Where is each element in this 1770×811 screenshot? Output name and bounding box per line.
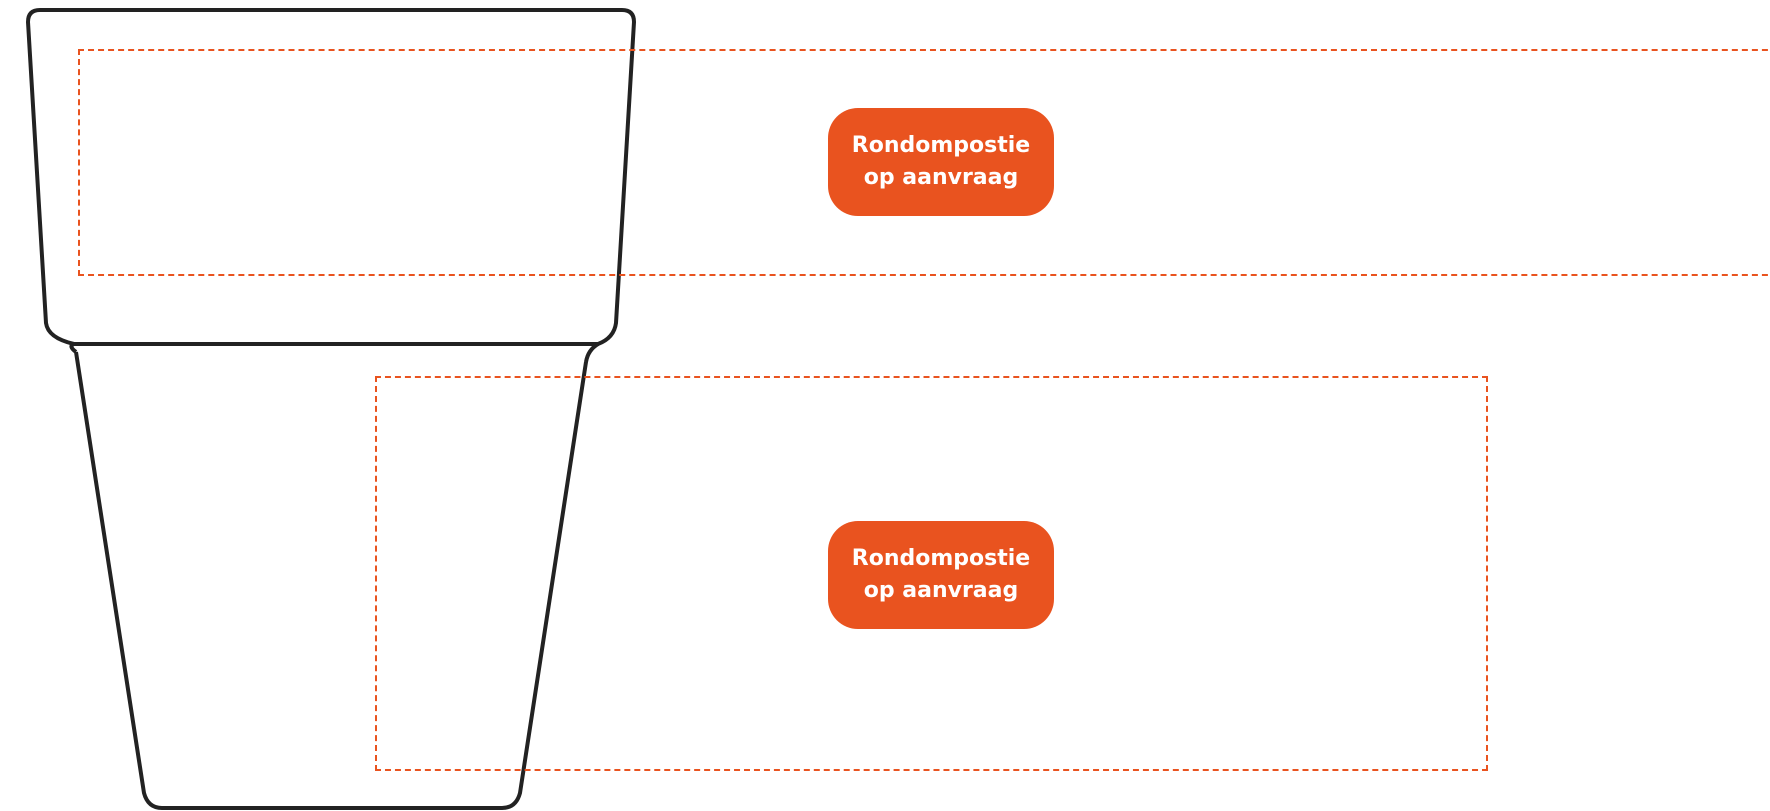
badge-line-2: op aanvraag <box>863 578 1019 603</box>
print-option-badge-top: Rondompostie op aanvraag <box>828 108 1054 216</box>
print-option-badge-bottom: Rondompostie op aanvraag <box>828 521 1054 629</box>
badge-line-2: op aanvraag <box>863 165 1019 190</box>
print-zone-bottom <box>375 376 1488 771</box>
pot-body-outline <box>69 342 600 810</box>
print-zone-top <box>78 49 1770 276</box>
badge-line-1: Rondompostie <box>851 546 1031 571</box>
badge-line-1: Rondompostie <box>851 133 1031 158</box>
